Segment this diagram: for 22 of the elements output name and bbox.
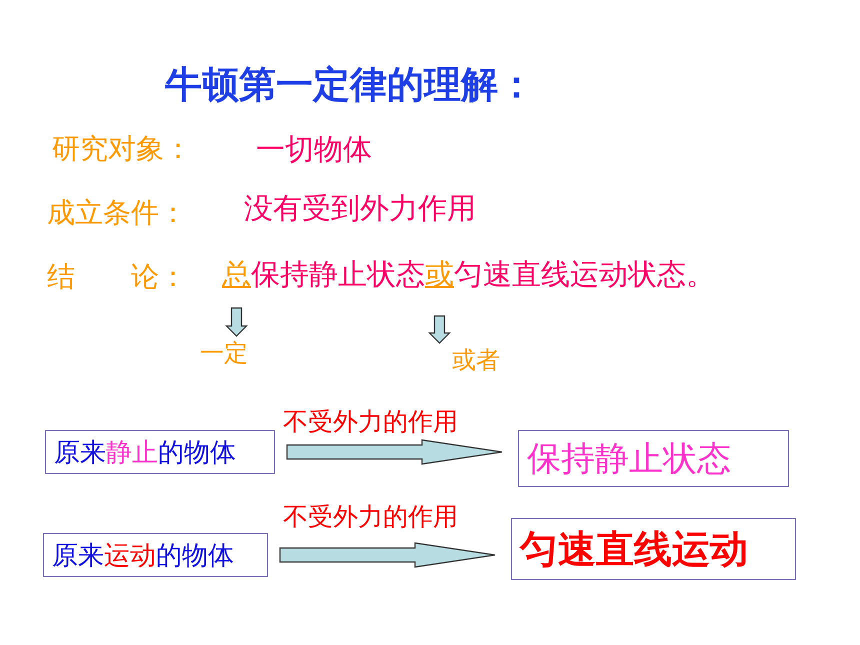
note-text: 或者 xyxy=(452,347,500,375)
block-arrow xyxy=(286,439,503,465)
underlined-word: 或 xyxy=(425,258,454,292)
process-box: 原来静止的物体 xyxy=(45,430,275,474)
row-text: 保持静止状态 xyxy=(251,258,425,292)
edge-label: 不受外力的作用 xyxy=(283,503,458,532)
process-box: 原来运动的物体 xyxy=(43,533,268,577)
result-box: 保持静止状态 xyxy=(518,430,789,487)
result-box: 匀速直线运动 xyxy=(511,518,796,580)
edge-label: 不受外力的作用 xyxy=(283,408,458,437)
row-text: 一切物体 xyxy=(256,133,372,166)
down-arrow xyxy=(428,315,451,344)
underlined-word: 总 xyxy=(222,258,251,292)
title: 牛顿第一定律的理解： xyxy=(165,64,535,107)
row-text: 没有受到外力作用 xyxy=(244,192,476,226)
row-heading: 结 论： xyxy=(47,261,187,294)
row-heading: 研究对象： xyxy=(52,133,192,166)
down-arrow xyxy=(225,307,248,337)
row-text: 匀速直线运动状态。 xyxy=(454,258,715,292)
row-heading: 成立条件： xyxy=(47,197,187,230)
note-text: 一定 xyxy=(200,340,248,368)
block-arrow xyxy=(279,542,496,568)
